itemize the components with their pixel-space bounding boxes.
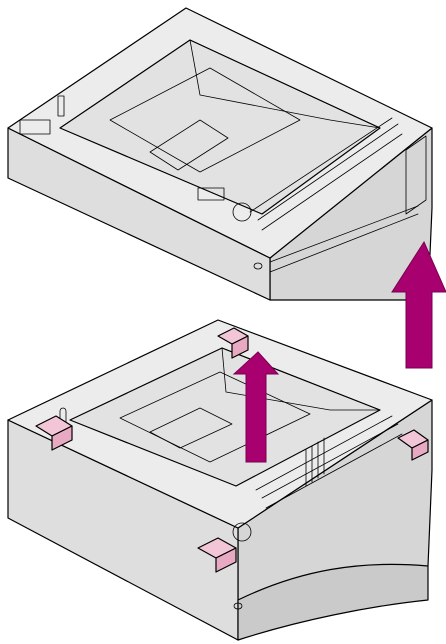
upper-front-slot xyxy=(269,205,419,273)
lower-ramp xyxy=(149,407,233,449)
lower-tray-scoop xyxy=(237,563,429,641)
upper-inner-wall xyxy=(189,39,381,129)
lift-arrow-small xyxy=(232,351,280,463)
upper-knob xyxy=(232,202,252,222)
pad-right-side xyxy=(411,439,429,461)
pad-back-top-side xyxy=(231,335,249,359)
upper-post xyxy=(57,95,65,117)
upper-tab-mid xyxy=(197,187,225,201)
pad-front-center-side xyxy=(215,547,237,573)
upper-side-slot xyxy=(405,135,427,215)
lower-center-channel xyxy=(119,371,311,463)
lower-drawer-unit xyxy=(7,319,433,641)
lower-knob xyxy=(232,522,252,542)
upper-center-channel xyxy=(109,67,301,173)
lower-front-hole xyxy=(233,602,243,610)
lift-arrow-large xyxy=(391,240,446,369)
alignment-pads xyxy=(35,327,429,573)
upper-tab-left xyxy=(19,119,51,135)
upper-drawer-unit xyxy=(7,7,433,301)
upper-rail xyxy=(249,117,403,231)
lift-arrows xyxy=(232,240,446,463)
lower-ribs xyxy=(305,437,325,487)
upper-front-hole xyxy=(253,262,263,270)
lower-inner-wall xyxy=(221,347,381,411)
upper-ramp xyxy=(149,119,229,171)
pad-front-left-side xyxy=(51,425,73,451)
